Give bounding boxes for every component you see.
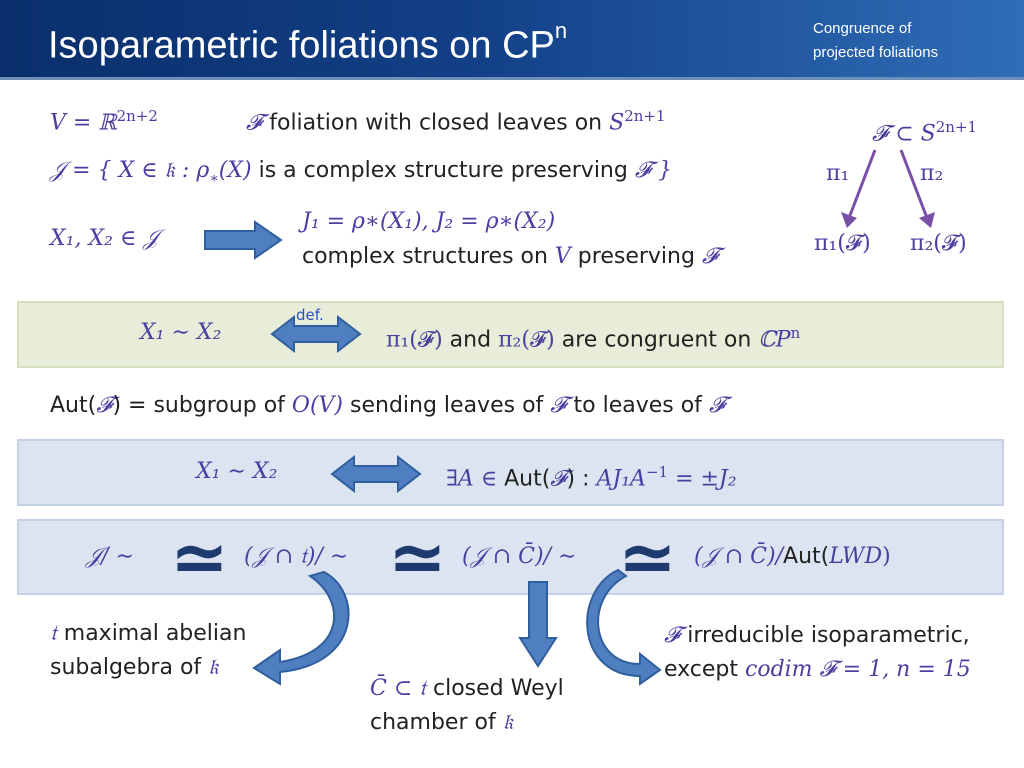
curved-arrow-left <box>252 570 350 686</box>
box2-rhs: ∃A ∈ Aut(𝓕) : AJ₁A−1 = ±J₂ <box>446 463 737 492</box>
diagram-pi1-label: π₁ <box>826 161 850 186</box>
note-irreducible: 𝓕 irreducible isoparametric, <box>664 623 970 648</box>
diagram-pi2-f: π₂(𝓕) <box>910 231 967 256</box>
congruence-criterion-box <box>17 439 1004 506</box>
iso-symbol-1: ≃ <box>170 516 229 598</box>
equivalence-arrow <box>270 314 362 354</box>
quotient-j-cap-c: (𝒥 ∩ C̄)/ ∼ <box>462 544 577 569</box>
iso-symbol-3: ≃ <box>618 516 677 598</box>
quotient-j-cap-t: (𝒥 ∩ 𝔱)/ ∼ <box>244 544 349 569</box>
vector-space-definition: V = ℝ2n+2 <box>50 107 158 136</box>
diagram-pi1-f: π₁(𝓕) <box>814 231 871 256</box>
quotient-aut-lwd: (𝒥 ∩ C̄)/Aut(LWD) <box>694 544 891 569</box>
complex-structure-set-definition: 𝒥 = { X ∈ 𝔨 : ρ∗(X) is a complex structu… <box>50 158 673 187</box>
congruence-definition-box <box>17 301 1004 368</box>
down-arrow-middle <box>518 581 558 668</box>
quotient-chain-box <box>17 519 1004 595</box>
note-subalgebra: subalgebra of 𝔨 <box>50 655 219 680</box>
slide-header: Isoparametric foliations on CPn Congruen… <box>0 0 1024 80</box>
curved-arrow-right <box>586 568 662 686</box>
slide-subtitle: Congruence of projected foliations <box>813 20 939 61</box>
note-maximal-abelian: 𝔱 maximal abelian <box>50 621 247 646</box>
automorphism-group-definition: Aut(𝓕) = subgroup of O(V) sending leaves… <box>50 393 726 418</box>
foliation-statement: 𝓕 foliation with closed leaves on S2n+1 <box>246 107 666 136</box>
def-label: def. <box>296 306 324 324</box>
diagram-pi2-label: π₂ <box>920 161 944 186</box>
x1-x2-in-j: X₁, X₂ ∈ 𝒥 <box>50 226 159 251</box>
box1-rhs: π₁(𝓕) and π₂(𝓕) are congruent on ℂPn <box>386 324 801 353</box>
quotient-j: 𝒥/ ∼ <box>86 544 135 569</box>
note-exception: except codim 𝓕 = 1, n = 15 <box>664 657 971 682</box>
diagram-arrows <box>841 149 935 228</box>
note-chamber-of: chamber of 𝔨 <box>370 710 514 735</box>
iso-symbol-2: ≃ <box>388 516 447 598</box>
box1-lhs: X₁ ∼ X₂ <box>140 320 222 345</box>
slide-title: Isoparametric foliations on CPn <box>48 18 568 67</box>
complex-structures-statement: complex structures on V preserving 𝓕 <box>302 244 719 269</box>
box2-lhs: X₁ ∼ X₂ <box>196 459 278 484</box>
implies-arrow <box>204 220 283 260</box>
equivalence-arrow-2 <box>330 454 422 494</box>
diagram-top: 𝓕 ⊂ S2n+1 <box>872 118 978 147</box>
j1-j2-formula: J₁ = ρ∗(X₁), J₂ = ρ∗(X₂) <box>302 209 556 234</box>
note-weyl-chamber: C̄ ⊂ 𝔱 closed Weyl <box>370 676 564 701</box>
